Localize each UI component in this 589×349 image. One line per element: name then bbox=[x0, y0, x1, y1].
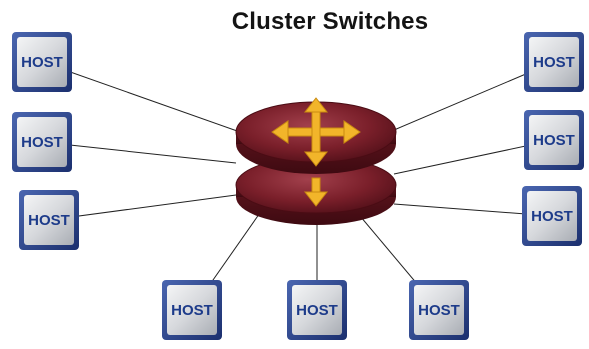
host-label: HOST bbox=[296, 302, 338, 319]
link-host-left-3 bbox=[48, 194, 237, 221]
host-left-1: HOST bbox=[12, 32, 72, 92]
link-host-left-1 bbox=[41, 61, 241, 133]
down-arrow-icon bbox=[303, 177, 329, 207]
host-bottom-2: HOST bbox=[287, 280, 347, 340]
host-right-1: HOST bbox=[524, 32, 584, 92]
host-label: HOST bbox=[533, 132, 575, 149]
host-left-3: HOST bbox=[19, 190, 79, 250]
host-face bbox=[17, 117, 67, 167]
diagram-title: Cluster Switches bbox=[231, 8, 429, 35]
host-label: HOST bbox=[21, 54, 63, 71]
host-face bbox=[24, 195, 74, 245]
host-label: HOST bbox=[28, 212, 70, 229]
host-right-3: HOST bbox=[522, 186, 582, 246]
host-face bbox=[17, 37, 67, 87]
host-right-2: HOST bbox=[524, 110, 584, 170]
host-group: HOST HOST HOST HOST HOST HOST HOST HOST HOST bbox=[12, 32, 584, 340]
host-label: HOST bbox=[418, 302, 460, 319]
host-face bbox=[529, 115, 579, 165]
host-label: HOST bbox=[171, 302, 213, 319]
host-face bbox=[292, 285, 342, 335]
four-way-arrow-icon bbox=[271, 97, 361, 167]
host-label: HOST bbox=[21, 134, 63, 151]
host-bottom-1: HOST bbox=[162, 280, 222, 340]
host-left-2: HOST bbox=[12, 112, 72, 172]
host-bottom-3: HOST bbox=[409, 280, 469, 340]
link-host-left-2 bbox=[41, 141, 237, 164]
cluster-switch-icon bbox=[235, 97, 397, 225]
host-face bbox=[167, 285, 217, 335]
host-face bbox=[414, 285, 464, 335]
host-face bbox=[527, 191, 577, 241]
host-face bbox=[529, 37, 579, 87]
host-label: HOST bbox=[531, 208, 573, 225]
host-label: HOST bbox=[533, 54, 575, 71]
